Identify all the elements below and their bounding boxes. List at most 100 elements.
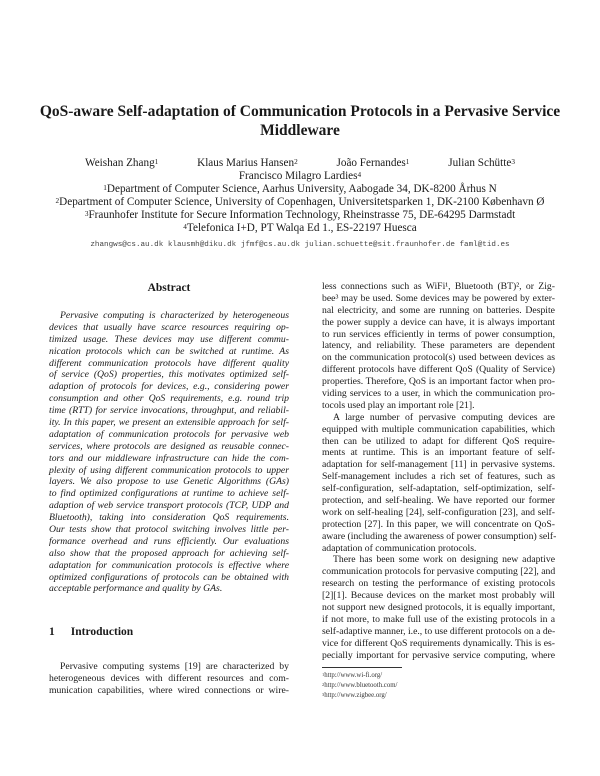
text-line: adaptation for self-management [11] in p…	[322, 459, 555, 471]
text-line: heterogeneous devices with different res…	[49, 672, 289, 684]
author-emails: zhangws@cs.au.dk klausmh@diku.dk jfmf@cs…	[90, 241, 510, 249]
footnote-number: 1	[322, 672, 325, 677]
section-title: Introduction	[70, 626, 134, 638]
author-name: Julian Schütte	[448, 157, 512, 169]
affiliation-text: Department of Computer Science, Aarhus U…	[106, 183, 497, 195]
abstract-heading: Abstract	[147, 282, 191, 294]
text-line: less connections such as WiFi¹, Bluetoot…	[322, 281, 555, 292]
author: Julian Schütte3	[448, 157, 515, 170]
text-line: ments at runtime. This is an important f…	[322, 447, 555, 459]
author-name: Klaus Marius Hansen	[197, 157, 295, 169]
text-line: tors and our middleware infrastructure c…	[49, 452, 289, 464]
text-line: of service (QoS) properties, this motiva…	[49, 369, 289, 381]
introduction-left-column: Pervasive computing systems [19] are cha…	[49, 661, 289, 697]
text-line: work on self-healing [24], self-configur…	[322, 506, 555, 518]
text-line: adaption of protocols for devices, e.g.,…	[49, 381, 289, 393]
footnote: 3http://www.zigbee.org/	[322, 691, 555, 701]
text-line: different communication protocols have d…	[49, 357, 289, 369]
text-line: Pervasive computing is characterized by …	[60, 310, 289, 321]
introduction-right-column: less connections such as WiFi¹, Bluetoot…	[322, 281, 557, 662]
text-line: on the communication protocol(s) used be…	[322, 352, 555, 364]
affiliation: 3Fraunhofer Institute for Secure Informa…	[0, 209, 600, 222]
affiliation-number: 3	[84, 210, 89, 218]
affiliation-number: 2	[55, 197, 60, 205]
author-name: João Fernandes	[336, 157, 406, 169]
affiliation: 1Department of Computer Science, Aarhus …	[0, 183, 600, 196]
paragraph: There has been some work on designing ne…	[322, 554, 555, 661]
text-line: also show that the proposed approach for…	[49, 547, 289, 559]
affiliation-text: Telefonica I+D, PT Walqa Ed 1., ES-22197…	[186, 222, 417, 234]
paper-title: QoS-aware Self-adaptation of Communicati…	[0, 102, 600, 140]
text-line: layers. We also propose to use Genetic A…	[49, 476, 289, 488]
text-line: adaptation of communication protocols fo…	[49, 428, 289, 440]
paragraph: A large number of pervasive computing de…	[322, 411, 557, 555]
text-line: self-adaptive manner, i.e., to use diffe…	[322, 625, 556, 637]
footnote-link[interactable]: http://www.bluetooth.com/	[324, 682, 398, 689]
text-line: Self-management includes a rich set of f…	[322, 471, 555, 483]
text-line: Bluetooth), taking into consideration Qo…	[49, 512, 289, 524]
author-affiliation-mark: 4	[357, 171, 362, 179]
affiliation-text: Department of Computer Science, Universi…	[59, 196, 545, 208]
text-line: adaptation of communication protocols.	[322, 542, 477, 554]
text-line: bee³ may be used. Some devices may be po…	[322, 292, 555, 304]
affiliation-text: Fraunhofer Institute for Secure Informat…	[88, 209, 516, 221]
text-line: A large number of pervasive computing de…	[333, 411, 555, 423]
text-line: aware (including the awareness of power …	[322, 530, 557, 542]
text-line: adaption of web service transport protoc…	[49, 500, 289, 512]
footnote-link[interactable]: http://www.wi-fi.org/	[324, 672, 383, 679]
text-line: consumption and other QoS requirements, …	[49, 393, 289, 405]
title-line: QoS-aware Self-adaptation of Communicati…	[39, 103, 561, 120]
text-line: self-configuration, self-adaptation, sel…	[322, 483, 555, 495]
text-line: to find optimized configurations at runt…	[49, 488, 289, 500]
section-number: 1	[49, 626, 55, 638]
author-name: Weishan Zhang	[85, 157, 155, 169]
author: Klaus Marius Hansen2	[197, 157, 298, 170]
text-line: research on testing the performance of e…	[322, 578, 555, 590]
text-line: different protocols have different QoS (…	[322, 364, 555, 376]
text-line: to run services efficiently in terms of …	[322, 328, 555, 340]
text-line: timized usage. These devices may use dif…	[49, 333, 289, 345]
author-affiliation-mark: 1	[154, 158, 159, 166]
footnote-rule	[322, 667, 402, 668]
text-line: pecially important for pervasive service…	[322, 649, 555, 661]
author-affiliation-mark: 1	[405, 158, 410, 166]
author-affiliation-mark: 2	[294, 158, 298, 166]
author-list: Weishan Zhang1 Klaus Marius Hansen2 João…	[0, 157, 600, 170]
text-line: protection, and self-healing. We have re…	[322, 495, 555, 507]
affiliation-number: 4	[183, 223, 187, 231]
author: João Fernandes1	[337, 157, 410, 170]
affiliation: 4Telefonica I+D, PT Walqa Ed 1., ES-2219…	[0, 222, 600, 235]
text-line: plexity of using different communication…	[49, 464, 289, 476]
text-line: Pervasive computing systems [19] are cha…	[60, 661, 289, 672]
footnote: 1http://www.wi-fi.org/	[322, 671, 555, 681]
text-line: services, where protocols are designed a…	[49, 440, 289, 452]
text-line: if not more, to make full use of the exi…	[322, 613, 555, 625]
author: Francisco Milagro Lardies4	[0, 170, 600, 183]
text-line: optimized configurations of protocols ca…	[49, 571, 289, 583]
footnote-number: 3	[322, 692, 325, 697]
abstract-body: Pervasive computing is characterized by …	[49, 310, 289, 595]
text-line: Our tests show that protocol switching i…	[49, 524, 289, 536]
footnote-link[interactable]: http://www.zigbee.org/	[324, 692, 387, 699]
text-line: acceptable performance and quality by GA…	[49, 583, 223, 595]
affiliation: 2Department of Computer Science, Univers…	[0, 196, 600, 209]
affiliations: 1Department of Computer Science, Aarhus …	[0, 183, 600, 235]
text-line: time (RTT) for service invocations, thro…	[49, 405, 289, 417]
footnote-number: 2	[322, 682, 325, 687]
footnotes: 1http://www.wi-fi.org/2http://www.blueto…	[322, 671, 555, 701]
text-line: then can be utilized to adapt for differ…	[322, 435, 555, 447]
author-affiliation-mark: 3	[511, 158, 515, 166]
text-line: nal electricity, and some are running on…	[322, 304, 555, 316]
text-line: formance overhead and runs efficiently. …	[49, 535, 289, 547]
text-line: equipped with multiple communication cap…	[322, 423, 555, 435]
text-line: adaptation for communication protocols i…	[49, 559, 289, 571]
text-line: protection [27]. In this paper, we will …	[322, 518, 555, 530]
text-line: ity. In this paper, we present an extens…	[49, 417, 289, 429]
author-name: Francisco Milagro Lardies	[238, 170, 358, 182]
title-line: Middleware	[260, 122, 340, 139]
text-line: devices that usually have scarce resourc…	[49, 321, 289, 333]
paragraph: less connections such as WiFi¹, Bluetoot…	[322, 281, 555, 412]
text-line: viding services to a user, in which the …	[322, 388, 555, 400]
text-line: not support new designed protocols, it i…	[322, 602, 555, 614]
